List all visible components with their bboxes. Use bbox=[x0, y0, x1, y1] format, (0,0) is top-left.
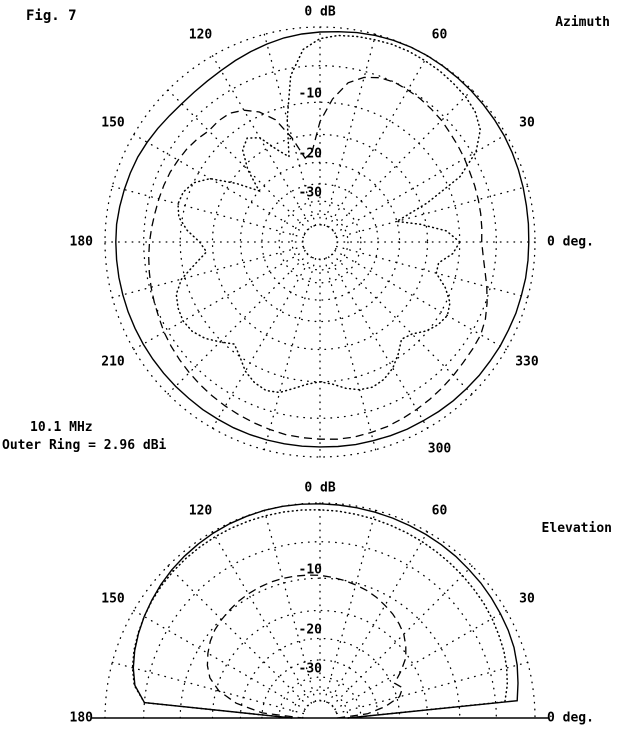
elevation-grid-spoke bbox=[111, 661, 305, 715]
elevation-angle-label-120: 120 bbox=[188, 503, 213, 519]
elevation-grid-spoke bbox=[331, 565, 473, 707]
elevation-scale-label: 0 dB bbox=[304, 480, 336, 496]
azimuth-angle-label-300: 300 bbox=[427, 441, 452, 457]
elevation-pattern-dashed bbox=[206, 574, 407, 719]
azimuth-grid-ring bbox=[291, 213, 349, 271]
elevation-grid-ring bbox=[261, 659, 379, 719]
azimuth-db-label-20: -20 bbox=[298, 146, 322, 162]
azimuth-pattern-dashed bbox=[148, 76, 488, 440]
azimuth-grid-spoke bbox=[167, 253, 309, 395]
azimuth-grid-spoke bbox=[331, 253, 473, 395]
elevation-db-label-30: -30 bbox=[298, 661, 322, 677]
elevation-angle-label-180: 180 bbox=[69, 710, 93, 726]
azimuth-grid-spoke bbox=[323, 257, 377, 451]
elevation-db-label-10: -10 bbox=[298, 562, 322, 578]
azimuth-grid-spoke bbox=[263, 257, 317, 451]
azimuth-angle-label-30: 30 bbox=[519, 115, 535, 130]
azimuth-grid-spoke bbox=[334, 133, 507, 235]
azimuth-polar-chart bbox=[104, 26, 536, 458]
elevation-polar-chart bbox=[92, 502, 548, 719]
azimuth-grid-spoke bbox=[211, 256, 313, 429]
azimuth-angle-label-210: 210 bbox=[101, 354, 125, 369]
outer-ring-gain-label: Outer Ring = 2.96 dBi bbox=[2, 438, 167, 453]
elevation-pattern-dotted bbox=[131, 509, 509, 719]
elevation-grid-spoke bbox=[167, 565, 309, 707]
azimuth-grid-spoke bbox=[334, 249, 507, 351]
elevation-grid-ring bbox=[239, 637, 401, 719]
azimuth-pattern-dotted bbox=[175, 34, 482, 394]
azimuth-grid-spoke bbox=[133, 249, 306, 351]
elevation-grid-ring bbox=[211, 609, 429, 719]
elevation-grid-ring bbox=[278, 676, 362, 719]
azimuth-angle-label-150: 150 bbox=[101, 115, 125, 130]
azimuth-db-label-10: -10 bbox=[298, 86, 322, 102]
azimuth-angle-label-180: 180 bbox=[69, 234, 93, 250]
elevation-grid-spoke bbox=[334, 609, 507, 711]
azimuth-grid-ring bbox=[179, 101, 461, 383]
frequency-label: 10.1 MHz bbox=[30, 420, 93, 435]
elevation-angle-label-60: 60 bbox=[431, 503, 448, 519]
azimuth-grid-spoke bbox=[335, 245, 529, 299]
azimuth-angle-label-330: 330 bbox=[515, 354, 539, 369]
azimuth-grid-spoke bbox=[331, 89, 473, 231]
azimuth-grid-spoke bbox=[211, 55, 313, 228]
azimuth-angle-label-60: 60 bbox=[431, 27, 448, 43]
azimuth-pattern-solid bbox=[115, 30, 530, 448]
elevation-grid-ring bbox=[104, 502, 536, 719]
elevation-pattern-solid bbox=[132, 503, 519, 719]
azimuth-grid-spoke bbox=[133, 133, 306, 235]
elevation-grid-spoke bbox=[323, 509, 377, 703]
elevation-grid-spoke bbox=[133, 609, 306, 711]
elevation-grid-spoke bbox=[335, 661, 529, 715]
azimuth-grid-spoke bbox=[111, 245, 305, 299]
azimuth-grid-spoke bbox=[111, 185, 305, 239]
figure-number-label: Fig. 7 bbox=[26, 8, 77, 24]
azimuth-angle-label-0: 0 deg. bbox=[547, 234, 594, 250]
elevation-grid-spoke bbox=[211, 531, 313, 704]
elevation-grid-ring bbox=[291, 689, 349, 719]
azimuth-grid-spoke bbox=[327, 55, 429, 228]
elevation-db-label-20: -20 bbox=[298, 622, 322, 638]
azimuth-scale-label: 0 dB bbox=[304, 4, 336, 20]
azimuth-grid-spoke bbox=[335, 185, 529, 239]
elevation-grid-ring bbox=[302, 700, 338, 719]
elevation-angle-label-30: 30 bbox=[519, 591, 535, 606]
azimuth-db-label-30: -30 bbox=[298, 185, 322, 201]
azimuth-plot-title: Azimuth bbox=[555, 15, 610, 30]
azimuth-grid-ring bbox=[143, 65, 497, 419]
azimuth-grid-ring bbox=[211, 133, 429, 351]
elevation-angle-label-150: 150 bbox=[101, 591, 125, 606]
elevation-grid-spoke bbox=[327, 531, 429, 704]
elevation-plot-title: Elevation bbox=[541, 521, 612, 536]
elevation-angle-label-0: 0 deg. bbox=[547, 710, 594, 726]
azimuth-angle-label-120: 120 bbox=[188, 27, 213, 43]
azimuth-grid-ring bbox=[278, 200, 362, 284]
azimuth-grid-spoke bbox=[323, 33, 377, 227]
azimuth-grid-spoke bbox=[327, 256, 429, 429]
